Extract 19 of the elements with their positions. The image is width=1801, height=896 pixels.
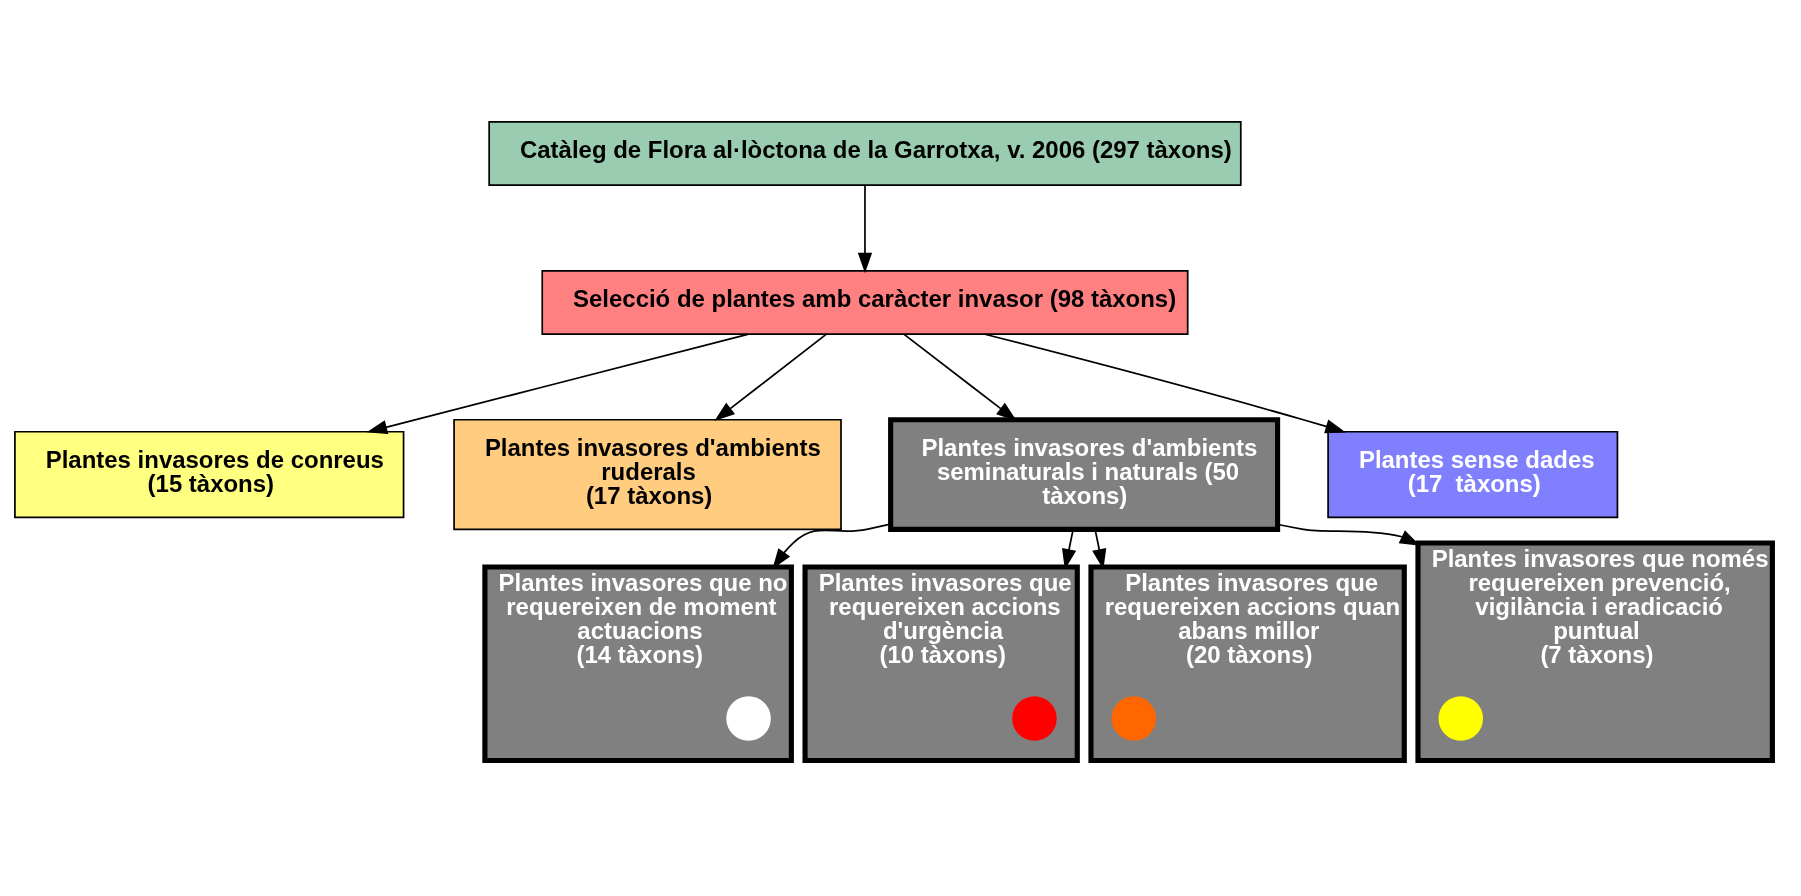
node-box: Plantes invasores de conreus (15 tàxons) <box>14 430 405 519</box>
node-circle <box>726 696 771 741</box>
node-circle <box>1438 696 1484 741</box>
node-box: Plantes invasores d'ambients seminaturals i naturals (50 tàxons) <box>888 417 1281 532</box>
arrow <box>984 333 1346 434</box>
cluster: Plantes invasores que requereixen accions d'urgència (10 tàxons) <box>802 564 1080 764</box>
arrow <box>903 333 1017 421</box>
cluster: Plantes invasores que només requereixen prevenció, vigilància i eradicació puntual (7 tàxons) <box>1415 540 1775 764</box>
node-circle <box>1111 696 1157 741</box>
cluster: Plantes invasores que no requereixen de moment actuacions (14 tàxons) <box>482 564 794 764</box>
node-box: Selecció de plantes amb caràcter invasor (98 tàxons) <box>541 269 1189 335</box>
node-circle <box>1012 696 1057 741</box>
node-box: Plantes invasores d'ambients ruderals (17 tàxons) <box>453 418 842 531</box>
arrow <box>714 333 827 421</box>
arrow <box>366 333 749 435</box>
arrow <box>857 184 873 274</box>
cluster: Plantes invasores que requereixen accions quan abans millor (20 tàxons) <box>1088 564 1407 764</box>
node-box: Plantes sense dades (17 tàxons) <box>1327 430 1619 519</box>
node-box: Catàleg de Flora al·lòctona de la Garrotxa, v. 2006 (297 tàxons) <box>488 121 1242 187</box>
